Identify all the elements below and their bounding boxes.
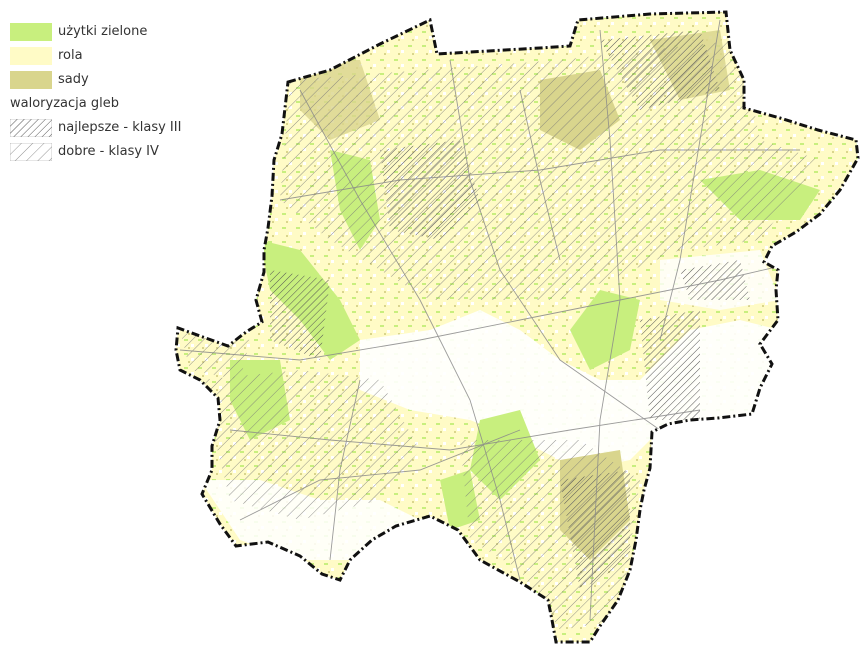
legend-item-orchard: sady xyxy=(10,68,230,92)
legend-item-grassland: użytki zielone xyxy=(10,20,230,44)
grassland-swatch xyxy=(10,23,52,41)
legend-label-arable: rola xyxy=(58,48,83,63)
legend-label-orchard: sady xyxy=(58,72,89,87)
region-boundary xyxy=(174,10,860,644)
legend-label-good-soils: dobre - klasy IV xyxy=(58,144,159,159)
legend-label-grassland: użytki zielone xyxy=(58,24,148,39)
orchard-swatch xyxy=(10,71,52,89)
map-land-cover xyxy=(176,12,858,642)
legend-item-good-soils: dobre - klasy IV xyxy=(10,140,230,164)
sparse-hatch-swatch xyxy=(10,143,52,161)
map-legend: użytki zielone rola sady waloryzacja gle… xyxy=(10,20,230,164)
legend-item-best-soils: najlepsze - klasy III xyxy=(10,116,230,140)
legend-heading-soil-valuation: waloryzacja gleb xyxy=(10,96,119,111)
legend-item-arable: rola xyxy=(10,44,230,68)
dense-hatch-swatch xyxy=(10,119,52,137)
arable-swatch xyxy=(10,47,52,65)
legend-label-best-soils: najlepsze - klasy III xyxy=(58,120,182,135)
